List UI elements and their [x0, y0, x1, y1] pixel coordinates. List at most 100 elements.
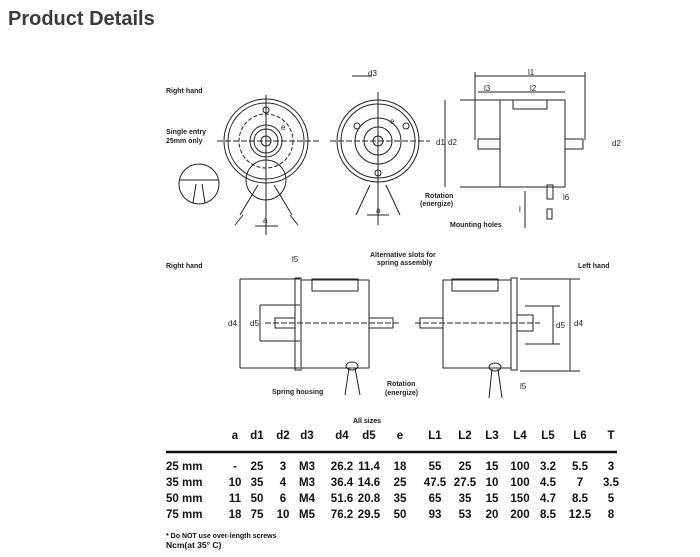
- note-temperature: Ncm(at 35° C): [166, 540, 222, 550]
- dim-d4-right: d4: [228, 319, 237, 328]
- dim-d5-right: d5: [250, 319, 259, 328]
- table-cell: 4: [280, 477, 287, 489]
- table-cell: 35: [251, 477, 264, 489]
- label-right-hand-top: Right hand: [166, 88, 203, 95]
- table-cell: 11: [229, 493, 242, 505]
- table-cell: 20: [486, 509, 499, 521]
- table-cell: M4: [299, 493, 316, 505]
- label-rotation: Rotation: [425, 193, 453, 200]
- label-rotation-middle: Rotation: [387, 381, 415, 388]
- table-cell: 75: [251, 509, 264, 521]
- table-cell: 4.5: [540, 477, 557, 489]
- dim-l3: l3: [484, 84, 491, 93]
- table-cell: 50: [394, 509, 407, 521]
- dim-e-2: e: [390, 117, 395, 126]
- table-cell: 26.2: [331, 461, 353, 473]
- table-cell: 18: [394, 461, 407, 473]
- dim-d5-left: d5: [556, 321, 565, 330]
- right-hand-side-view: [239, 277, 400, 396]
- table-cell: 8.5: [540, 509, 557, 521]
- row-size-label: 35 mm: [166, 477, 202, 489]
- table-cell: 3.5: [603, 477, 620, 489]
- table-cell: 15: [486, 461, 499, 473]
- table-cell: 12.5: [569, 509, 592, 521]
- dim-l1: l1: [528, 68, 535, 77]
- table-cell: 27.5: [454, 477, 477, 489]
- table-cell: 3: [608, 461, 614, 473]
- front-view-single-entry: [178, 95, 320, 235]
- label-right-hand-middle: Right hand: [166, 263, 203, 270]
- table-cell: 10: [277, 509, 290, 521]
- table-cell: 11.4: [358, 461, 380, 473]
- label-mounting-holes: Mounting holes: [450, 222, 502, 229]
- side-view: [444, 72, 586, 228]
- column-header: d3: [300, 430, 313, 442]
- table-cell: 6: [280, 493, 286, 505]
- front-view-terminals: [330, 75, 430, 225]
- table-cell: 14.6: [358, 477, 380, 489]
- table-cell: 53: [459, 509, 472, 521]
- table-cell: 35: [459, 493, 472, 505]
- table-cell: 76.2: [331, 509, 353, 521]
- column-header: d5: [362, 430, 376, 442]
- column-header: e: [397, 430, 403, 442]
- column-header: T: [607, 430, 614, 442]
- table-cell: -: [233, 461, 237, 473]
- dim-l2: l2: [530, 84, 537, 93]
- column-header: d4: [335, 430, 349, 442]
- left-hand-side-view: [415, 277, 580, 399]
- table-cell: 47.5: [424, 477, 447, 489]
- label-energize-middle: (energize): [385, 390, 418, 397]
- table-cell: 51.6: [331, 493, 353, 505]
- table-cell: 100: [510, 461, 529, 473]
- label-left-hand: Left hand: [578, 263, 610, 270]
- table-cell: 5: [608, 493, 615, 505]
- dim-a: a: [263, 216, 268, 225]
- dim-l6: l6: [563, 193, 570, 202]
- dim-d1: d1: [436, 138, 445, 147]
- table-cell: M3: [299, 461, 315, 473]
- note-screws: * Do NOT use over-length screws: [166, 533, 277, 540]
- table-cell: 25: [394, 477, 407, 489]
- dim-d2-right: d2: [612, 139, 621, 148]
- row-size-label: 25 mm: [166, 461, 202, 473]
- table-cell: 35: [394, 493, 407, 505]
- label-energize: (energize): [420, 201, 453, 208]
- column-header: L6: [573, 430, 586, 442]
- table-cell: M5: [299, 509, 316, 521]
- table-cell: 4.7: [540, 493, 556, 505]
- dim-a-2: a: [376, 206, 381, 215]
- row-size-label: 50 mm: [166, 493, 202, 505]
- dim-l: l: [519, 205, 521, 214]
- table-cell: 25: [251, 461, 264, 473]
- dim-l5-left: l5: [520, 382, 527, 391]
- column-header: L4: [513, 430, 527, 442]
- column-header: L3: [485, 430, 498, 442]
- column-header: d2: [276, 430, 289, 442]
- table-cell: 8: [608, 509, 615, 521]
- table-cell: 7: [577, 477, 583, 489]
- table-cell: 65: [429, 493, 442, 505]
- table-cell: M3: [299, 477, 315, 489]
- table-cell: 10: [486, 477, 499, 489]
- table-cell: 10: [229, 477, 242, 489]
- row-size-label: 75 mm: [166, 509, 202, 521]
- dim-d3: d3: [368, 69, 377, 78]
- table-cell: 55: [429, 461, 442, 473]
- table-cell: 3: [280, 461, 286, 473]
- table-cell: 100: [510, 477, 529, 489]
- label-alternative-slots: Alternative slots for: [370, 252, 436, 259]
- table-cell: 18: [229, 509, 242, 521]
- table-cell: 93: [429, 509, 442, 521]
- dim-d2-left: d2: [448, 138, 457, 147]
- column-header: a: [232, 430, 239, 442]
- page-title: Product Details: [8, 8, 155, 30]
- dim-d4-left: d4: [574, 319, 583, 328]
- label-single-entry: Single entry: [166, 129, 206, 136]
- label-spring-housing: Spring housing: [272, 389, 323, 396]
- table-cell: 15: [486, 493, 499, 505]
- label-spring-assembly: spring assembly: [377, 260, 432, 267]
- table-cell: 50: [251, 493, 264, 505]
